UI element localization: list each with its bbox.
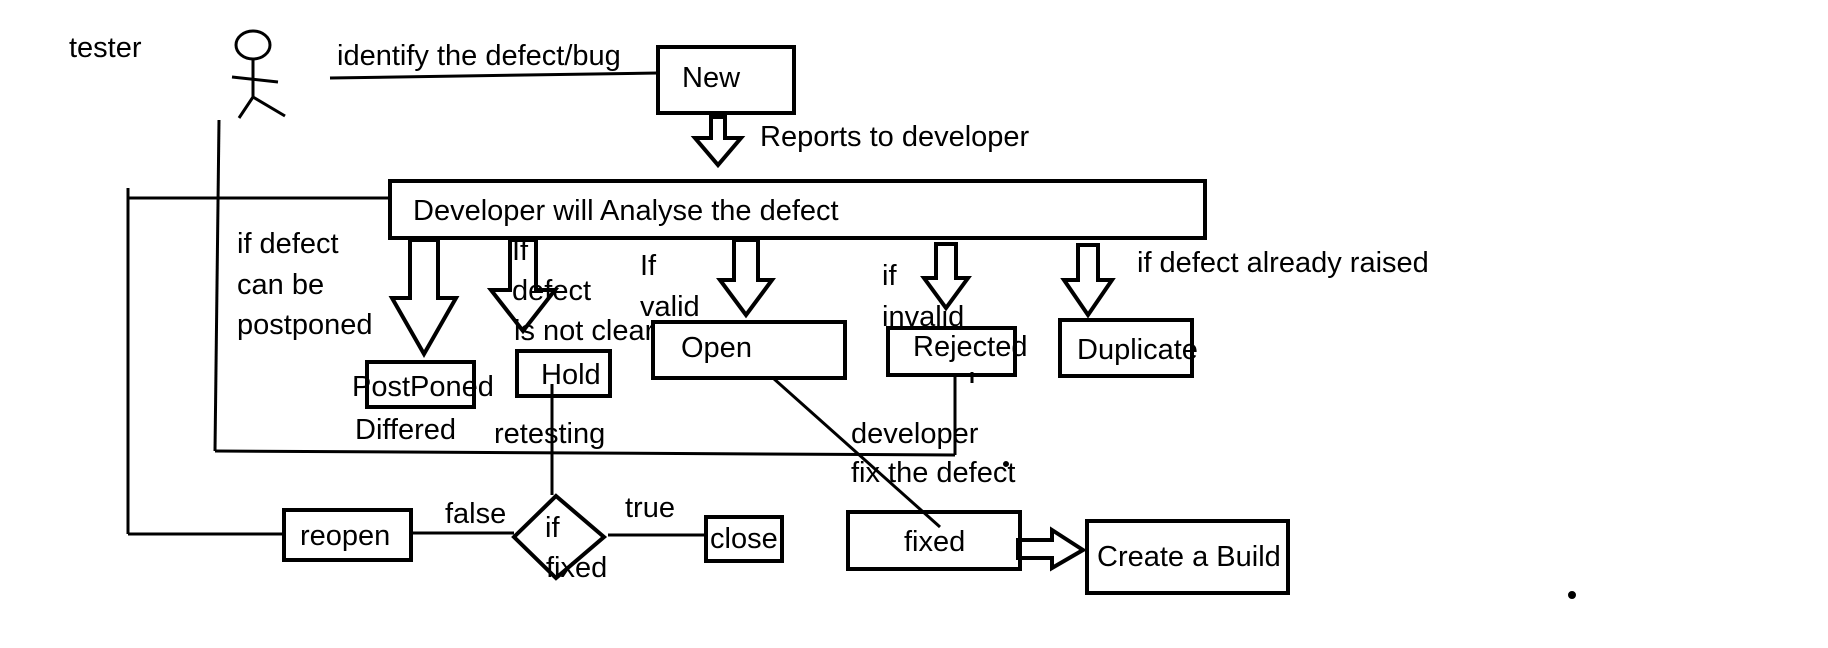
- developer-fix-2: fix the defect: [851, 457, 1015, 489]
- reopen-label: reopen: [300, 520, 390, 552]
- arrow-to-open: [716, 238, 776, 319]
- fixed-box: [846, 510, 1022, 571]
- reports-label: Reports to developer: [760, 121, 1030, 153]
- close-box: [704, 515, 784, 563]
- hold-label: Hold: [541, 359, 601, 391]
- connector-lines: [126, 71, 1576, 599]
- postponed-box: [365, 360, 476, 409]
- valid-condition-1: If: [640, 250, 657, 282]
- identify-label: identify the defect/bug: [337, 40, 621, 72]
- rejected-box: [886, 326, 1017, 377]
- new-label: New: [682, 62, 741, 94]
- build-box: [1085, 519, 1290, 595]
- arrow-to-postponed: [388, 238, 460, 359]
- differed-label: Differed: [355, 414, 456, 446]
- arrow-to-rejected: [920, 242, 972, 312]
- analyse-label: Developer will Analyse the defect: [413, 195, 839, 227]
- postponed-condition-1: if defect: [237, 228, 339, 260]
- decision-label-2: fixed: [546, 552, 607, 584]
- postponed-condition-2: can be: [237, 269, 324, 301]
- hold-condition-3: is not clear: [514, 315, 655, 347]
- invalid-condition-2: invalid: [882, 301, 964, 333]
- retesting-label: retesting: [494, 418, 605, 450]
- reopen-box: [282, 508, 413, 562]
- hold-condition-1: If: [512, 235, 529, 267]
- false-label: false: [445, 498, 506, 530]
- postponed-condition-3: postponed: [237, 309, 372, 341]
- arrow-new-to-analyse: [690, 115, 746, 169]
- duplicate-box: [1058, 318, 1194, 378]
- if-fixed-decision: [511, 493, 608, 581]
- duplicate-label: Duplicate: [1077, 334, 1198, 366]
- invalid-condition-1: if: [882, 260, 897, 292]
- close-label: close: [710, 523, 778, 555]
- tester-label: tester: [69, 32, 142, 64]
- flow-arrows: [388, 115, 1116, 572]
- decision-label-1: if: [545, 512, 560, 544]
- rejected-label: Rejected: [913, 331, 1027, 363]
- arrow-to-duplicate: [1060, 243, 1116, 319]
- arrow-to-hold: [486, 238, 560, 335]
- open-label: Open: [681, 332, 752, 364]
- true-label: true: [625, 492, 675, 524]
- hold-condition-2: defect: [512, 275, 591, 307]
- analyse-box: [388, 179, 1207, 240]
- arrow-fixed-to-build: [1016, 526, 1087, 572]
- valid-condition-2: valid: [640, 291, 700, 323]
- tester-actor-icon: [231, 29, 286, 119]
- open-box: [651, 320, 847, 380]
- developer-fix-1: developer: [851, 418, 979, 450]
- hold-box: [515, 349, 612, 398]
- new-box: [656, 45, 796, 115]
- postponed-label: PostPoned: [352, 371, 494, 403]
- build-label: Create a Build: [1097, 541, 1281, 573]
- duplicate-condition: if defect already raised: [1137, 247, 1429, 279]
- fixed-label: fixed: [904, 526, 965, 558]
